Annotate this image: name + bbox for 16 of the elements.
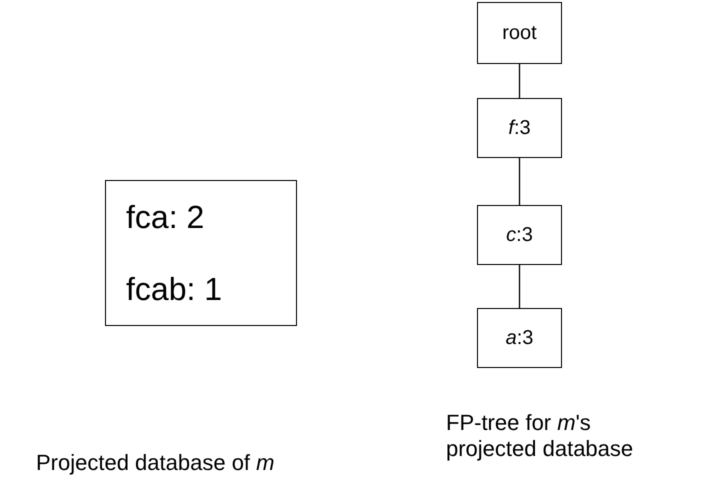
node-text: c:3 [506,223,533,248]
node-text: root [502,21,537,46]
tree-node-box [477,2,562,64]
node-text: f:3 [508,116,531,141]
node-text: fca: 2 [126,198,204,237]
connector-line [518,265,520,308]
tree-node-box [477,98,562,158]
caption-text: Projected database of m [36,449,276,477]
database-box [105,180,297,326]
tree-node-box [477,308,562,368]
node-text: a:3 [506,326,534,351]
caption-text: FP-tree for m's projected database [446,410,634,463]
connector-line [518,158,520,205]
tree-node-box [477,205,562,265]
node-text: fcab: 1 [126,270,222,309]
connector-line [518,64,520,98]
